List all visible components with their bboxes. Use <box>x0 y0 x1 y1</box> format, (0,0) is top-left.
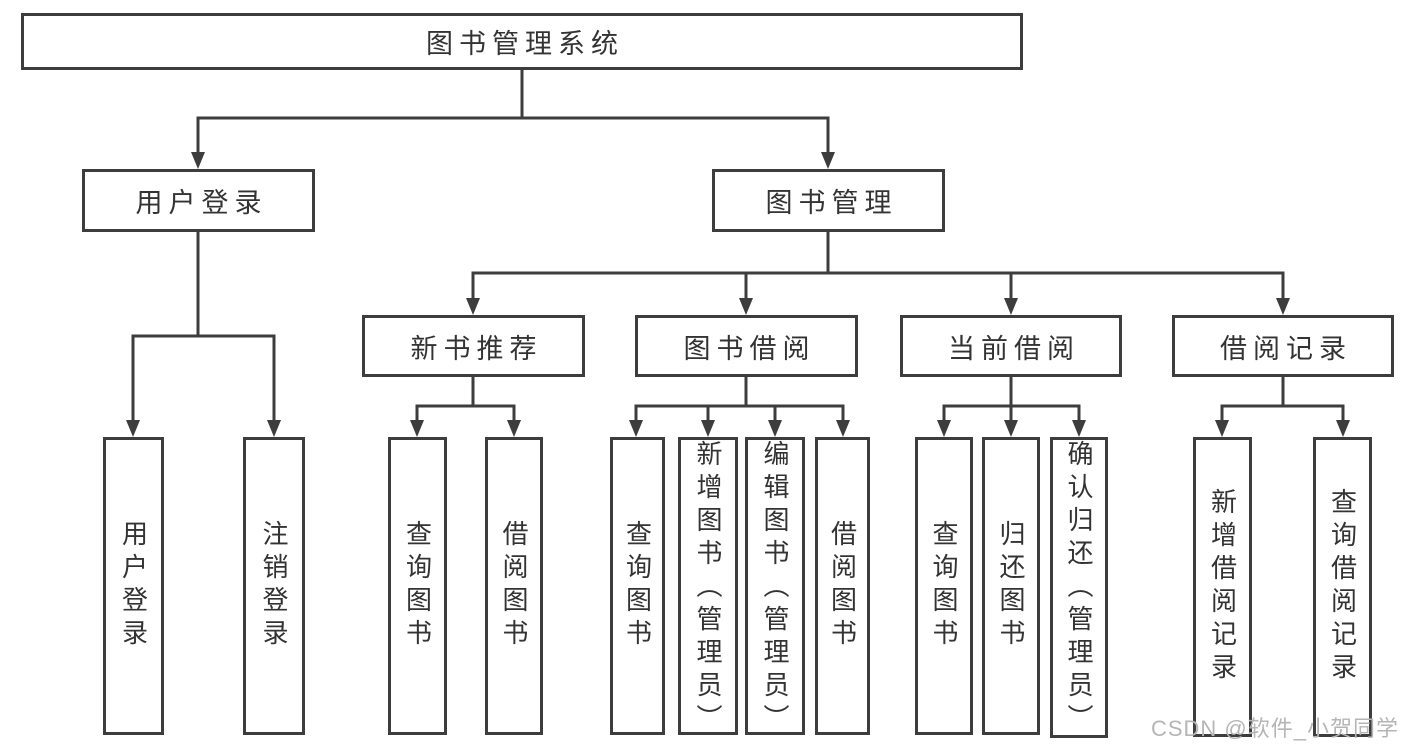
leaf-cb-query-books-label: 查询图书 <box>929 520 959 652</box>
leaf-bb-borrow-books-label: 借阅图书 <box>827 520 858 652</box>
node-current-borrow: 当前借阅 <box>900 315 1122 377</box>
leaf-bb-add-books: 新增图书（管理员） <box>678 437 738 737</box>
leaf-cb-query-books: 查询图书 <box>915 437 973 735</box>
leaf-bb-query-books: 查询图书 <box>610 437 665 735</box>
leaf-rec-query-books: 查询图书 <box>388 437 447 735</box>
node-book-borrow-label: 图书借阅 <box>683 333 816 364</box>
leaf-bb-edit-books-label: 编辑图书（管理员） <box>760 440 790 737</box>
node-borrow-records: 借阅记录 <box>1172 315 1394 377</box>
node-user-login-label: 用户登录 <box>135 188 268 218</box>
leaf-bb-borrow-books: 借阅图书 <box>815 437 870 735</box>
node-book-borrow: 图书借阅 <box>635 315 858 377</box>
leaf-rec-query-books-label: 查询图书 <box>402 520 433 652</box>
node-current-borrow-label: 当前借阅 <box>948 333 1080 364</box>
node-book-management: 图书管理 <box>712 169 945 232</box>
leaf-rec-borrow-books-label: 借阅图书 <box>499 520 529 652</box>
leaf-user-login: 用户登录 <box>103 437 164 735</box>
leaf-br-query-record-label: 查询借阅记录 <box>1327 488 1358 686</box>
arrowheads <box>126 152 1350 437</box>
leaf-cb-return-books: 归还图书 <box>982 437 1040 735</box>
leaf-rec-borrow-books: 借阅图书 <box>485 437 543 735</box>
leaf-bb-edit-books: 编辑图书（管理员） <box>745 437 805 737</box>
leaf-br-add-record: 新增借阅记录 <box>1193 437 1252 737</box>
leaf-logout: 注销登录 <box>243 437 305 735</box>
leaf-bb-query-books-label: 查询图书 <box>622 520 653 652</box>
node-borrow-records-label: 借阅记录 <box>1220 333 1352 364</box>
tree-edges <box>131 70 1345 426</box>
leaf-cb-confirm-return: 确认归还（管理员） <box>1050 437 1108 738</box>
leaf-br-add-record-label: 新增借阅记录 <box>1207 488 1238 686</box>
node-new-book-recommend-label: 新书推荐 <box>410 333 543 364</box>
leaf-cb-return-books-label: 归还图书 <box>996 520 1026 652</box>
leaf-logout-label: 注销登录 <box>259 520 289 652</box>
leaf-br-query-record: 查询借阅记录 <box>1313 437 1372 737</box>
leaf-bb-add-books-label: 新增图书（管理员） <box>693 440 723 737</box>
node-root: 图书管理系统 <box>21 13 1023 70</box>
leaf-cb-confirm-return-label: 确认归还（管理员） <box>1064 440 1094 737</box>
leaf-user-login-label: 用户登录 <box>118 520 149 652</box>
node-user-login: 用户登录 <box>82 169 315 232</box>
node-book-management-label: 图书管理 <box>765 188 898 218</box>
node-root-label: 图书管理系统 <box>426 29 624 59</box>
node-new-book-recommend: 新书推荐 <box>362 315 585 377</box>
csdn-watermark: CSDN @软件_小贺同学 <box>1150 716 1399 741</box>
